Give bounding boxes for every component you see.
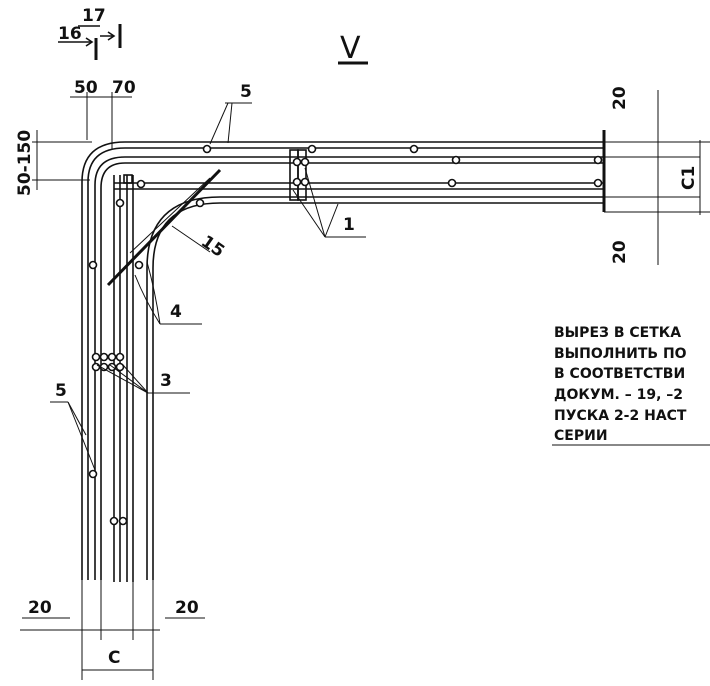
- callout-4: 4: [170, 302, 182, 322]
- note-line-3: В СООТВЕТСТВИ: [554, 366, 685, 382]
- dim-bottom-left-20: 20: [28, 598, 52, 618]
- callout-1: 1: [343, 215, 355, 235]
- callout-5-top: 5: [240, 82, 252, 102]
- marker-left-label: 16: [58, 24, 82, 44]
- note-line-2: ВЫПОЛНИТЬ ПО: [554, 346, 687, 362]
- dim-bottom-right-20: 20: [175, 598, 199, 618]
- callout-5-left: 5: [55, 381, 67, 401]
- left-clip-cluster: [91, 352, 125, 372]
- section-title: V: [340, 31, 361, 66]
- section-marker: 16 17: [58, 6, 122, 60]
- note-line-6: СЕРИИ: [554, 428, 608, 444]
- outer-bent-bars: [81, 141, 604, 580]
- dim-right-total: C1: [679, 166, 699, 190]
- marker-right-label: 17: [82, 6, 106, 26]
- dim-bottom-total: C: [108, 648, 120, 668]
- dim-right-bottom-20: 20: [610, 240, 630, 264]
- dim-vertical-range: 50-150: [15, 130, 35, 196]
- note-line-4: ДОКУМ. – 19, –2: [554, 387, 683, 403]
- note-block: ВЫРЕЗ В СЕТКА ВЫПОЛНИТЬ ПО В СООТВЕТСТВИ…: [552, 325, 710, 446]
- note-line-5: ПУСКА 2-2 НАСТ: [554, 408, 687, 424]
- callout-3: 3: [160, 371, 172, 391]
- dim-top-50: 50: [74, 78, 98, 98]
- top-clip-cluster: [289, 149, 310, 201]
- dim-top-70: 70: [112, 78, 136, 98]
- note-line-1: ВЫРЕЗ В СЕТКА: [554, 325, 681, 341]
- dim-right-top-20: 20: [610, 86, 630, 110]
